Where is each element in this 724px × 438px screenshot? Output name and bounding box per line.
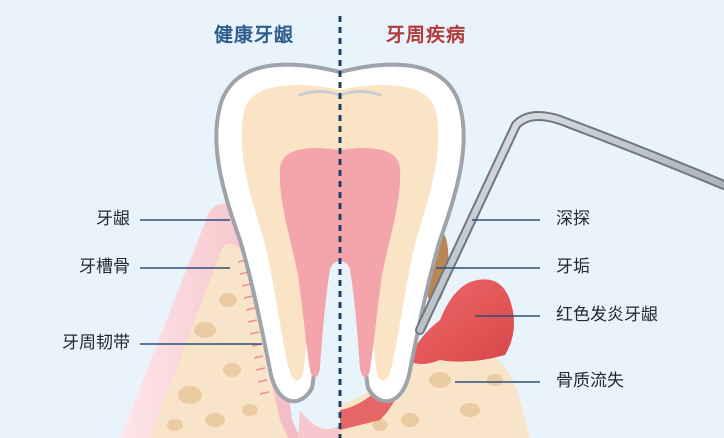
periodontal-probe [415, 111, 724, 335]
label-periodontal-ligament: 牙周韧带 [62, 333, 130, 353]
label-alveolar-bone: 牙槽骨 [79, 257, 130, 277]
label-gum: 牙龈 [96, 209, 130, 229]
label-bone-loss: 骨质流失 [556, 371, 624, 391]
healthy-gum-title: 健康牙龈 [213, 24, 294, 46]
red-inflamed-gum [408, 279, 514, 364]
label-red-inflamed-gum: 红色发炎牙龈 [556, 305, 658, 325]
periodontal-disease-title: 牙周疾病 [386, 24, 467, 46]
healthy-bone-spots [167, 293, 258, 431]
tooth [214, 62, 466, 404]
label-deep-pocket: 深探 [556, 209, 590, 229]
diseased-bone-spots [372, 372, 503, 431]
leader-lines [140, 219, 540, 383]
receded-bone [340, 347, 530, 438]
label-tartar: 牙垢 [556, 257, 590, 277]
tooth-pulp [279, 147, 401, 378]
